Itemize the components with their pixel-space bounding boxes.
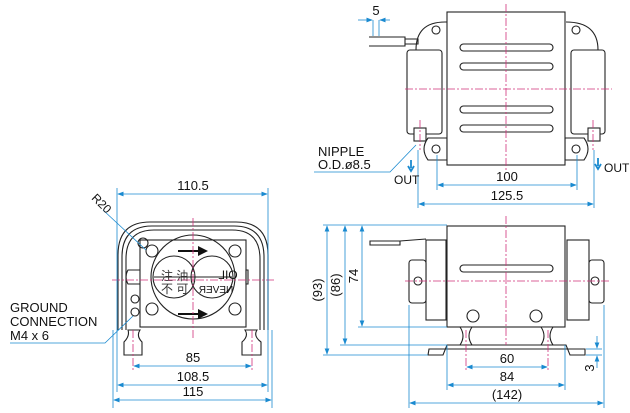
out-arrow-icon — [594, 158, 602, 171]
dim-5: 5 — [372, 3, 379, 18]
dim-108-5: 108.5 — [177, 369, 210, 384]
ground-label-3: M4 x 6 — [10, 328, 49, 343]
side-view: (93) (86) 74 60 84 (142) 3 — [310, 216, 610, 408]
cooling-slots — [459, 43, 554, 133]
dim-125-5: 125.5 — [491, 188, 524, 203]
warning-cjk-1: 注 油 — [161, 268, 188, 283]
side-block-left — [425, 239, 447, 321]
nipple-right — [587, 127, 601, 142]
ground-screw-icon — [130, 294, 140, 304]
out-label-left: OUT — [394, 173, 420, 187]
front-view: 注 油 不 可 OIL NEVER 110.5 R20 85 108.5 115… — [10, 178, 275, 408]
warning-en-oil: OIL — [218, 268, 238, 282]
screw-icon — [466, 309, 480, 323]
ground-label-1: GROUND — [10, 300, 68, 315]
warning-cjk-2: 不 可 — [161, 282, 188, 296]
dim-115: 115 — [183, 384, 204, 399]
side-block-right — [566, 239, 590, 321]
screw-icon — [529, 309, 543, 323]
dim-85: 85 — [186, 350, 200, 365]
base-plate — [427, 344, 586, 356]
dim-86: (86) — [328, 273, 343, 296]
nipple-label-2: O.D.ø8.5 — [318, 157, 371, 172]
dim-74: 74 — [346, 269, 361, 283]
tube-right — [570, 49, 606, 135]
nipple-label-1: NIPPLE — [318, 144, 365, 159]
dim-r20: R20 — [89, 191, 115, 217]
out-arrow-icon — [407, 160, 415, 173]
ground-label-2: CONNECTION — [10, 314, 97, 329]
dim-3: 3 — [582, 364, 597, 371]
dim-142: (142) — [492, 387, 522, 402]
out-label-right: OUT — [604, 161, 630, 175]
dim-84: 84 — [500, 369, 514, 384]
dim-110-5: 110.5 — [177, 178, 209, 193]
dim-100: 100 — [496, 169, 518, 184]
warning-en-never: NEVER — [199, 285, 233, 296]
dim-93: (93) — [310, 278, 325, 301]
dim-60: 60 — [500, 351, 514, 366]
feet — [123, 329, 262, 356]
tube-left — [406, 49, 443, 135]
top-view: 5 100 125.5 NIPPLE O.D.ø8.5 OUT OUT — [314, 3, 630, 208]
